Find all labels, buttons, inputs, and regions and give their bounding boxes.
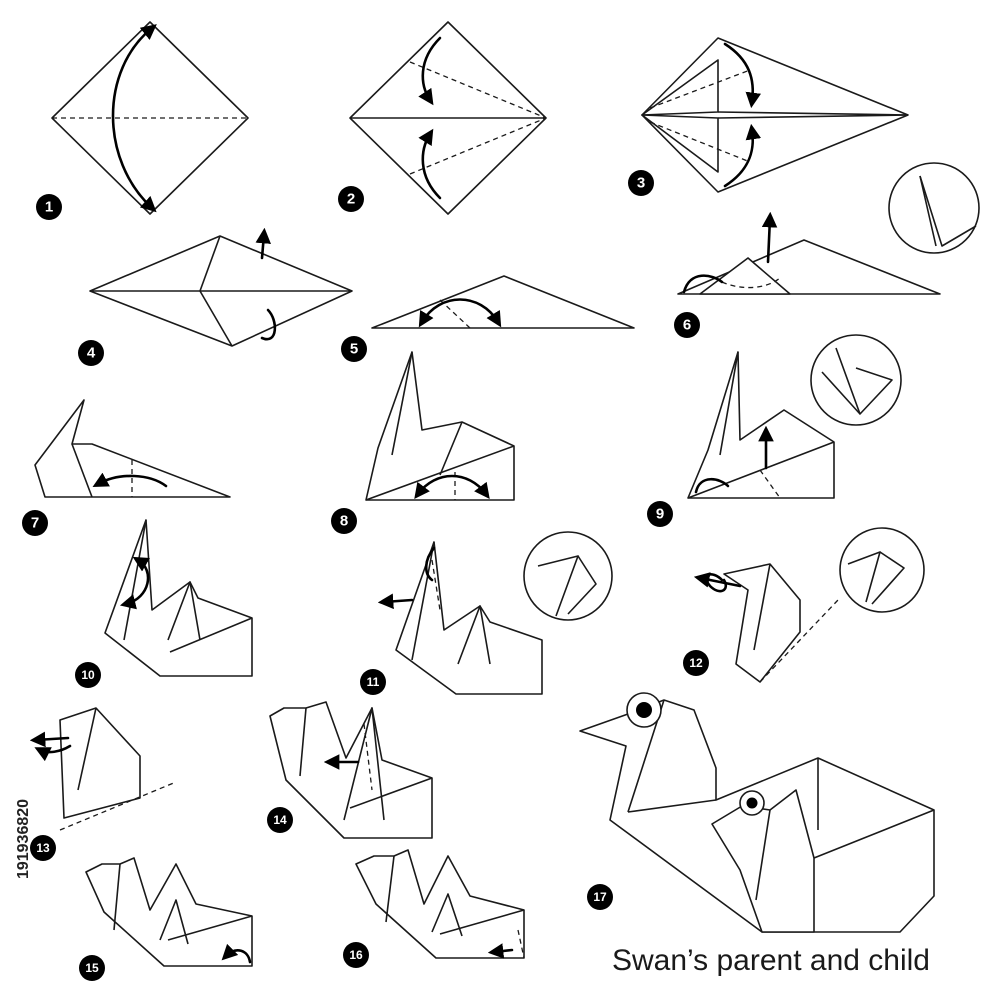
svg-text:11: 11 bbox=[367, 675, 380, 689]
svg-text:12: 12 bbox=[689, 656, 703, 670]
step-badge-15: 15 bbox=[79, 955, 105, 981]
step-badge-13: 13 bbox=[30, 835, 56, 861]
svg-text:13: 13 bbox=[36, 841, 50, 855]
svg-text:3: 3 bbox=[637, 175, 645, 192]
svg-text:14: 14 bbox=[273, 813, 287, 827]
step-10-figure bbox=[104, 519, 253, 677]
step-15-figure bbox=[85, 857, 253, 967]
svg-text:10: 10 bbox=[81, 668, 95, 682]
step-14-figure bbox=[269, 701, 433, 839]
svg-text:6: 6 bbox=[683, 317, 691, 334]
step-1-figure bbox=[51, 21, 249, 215]
step-8-figure bbox=[365, 351, 515, 501]
step-7-figure bbox=[34, 399, 231, 498]
step-9-figure bbox=[687, 334, 902, 499]
svg-text:8: 8 bbox=[340, 513, 348, 530]
svg-text:7: 7 bbox=[31, 515, 39, 532]
step-badge-7: 7 bbox=[22, 510, 48, 536]
step-11-figure bbox=[377, 531, 613, 695]
step-badge-8: 8 bbox=[331, 508, 357, 534]
step-2-figure bbox=[349, 21, 547, 215]
step-3-figure bbox=[641, 37, 909, 193]
svg-text:16: 16 bbox=[349, 948, 363, 962]
step-badge-5: 5 bbox=[341, 336, 367, 362]
svg-text:17: 17 bbox=[593, 890, 607, 904]
step-badge-1: 1 bbox=[36, 194, 62, 220]
svg-text:5: 5 bbox=[350, 341, 358, 358]
svg-text:15: 15 bbox=[85, 961, 99, 975]
step-5-figure bbox=[371, 275, 635, 329]
step-6-figure bbox=[677, 162, 980, 295]
child-eye-icon bbox=[739, 790, 765, 816]
stock-id-label: 191936820 bbox=[15, 798, 32, 880]
parent-eye-icon bbox=[626, 692, 662, 728]
step-badge-10: 10 bbox=[75, 662, 101, 688]
step-badge-11: 11 bbox=[360, 669, 386, 695]
step-17-figure bbox=[579, 692, 935, 933]
step-badge-6: 6 bbox=[674, 312, 700, 338]
step-badge-2: 2 bbox=[338, 186, 364, 212]
svg-text:4: 4 bbox=[87, 345, 96, 362]
step-badge-12: 12 bbox=[683, 650, 709, 676]
svg-text:9: 9 bbox=[656, 506, 664, 523]
step-badge-4: 4 bbox=[78, 340, 104, 366]
step-badge-14: 14 bbox=[267, 807, 293, 833]
step-4-figure bbox=[89, 227, 353, 347]
step-12-figure bbox=[693, 527, 925, 683]
step-badge-3: 3 bbox=[628, 170, 654, 196]
svg-text:1: 1 bbox=[45, 199, 53, 216]
step-16-figure bbox=[355, 849, 525, 959]
step-13-figure bbox=[29, 707, 177, 831]
step-badge-17: 17 bbox=[587, 884, 613, 910]
step-badge-9: 9 bbox=[647, 501, 673, 527]
svg-text:2: 2 bbox=[347, 191, 355, 208]
step-badge-16: 16 bbox=[343, 942, 369, 968]
diagram-title: Swan’s parent and child bbox=[612, 944, 930, 977]
